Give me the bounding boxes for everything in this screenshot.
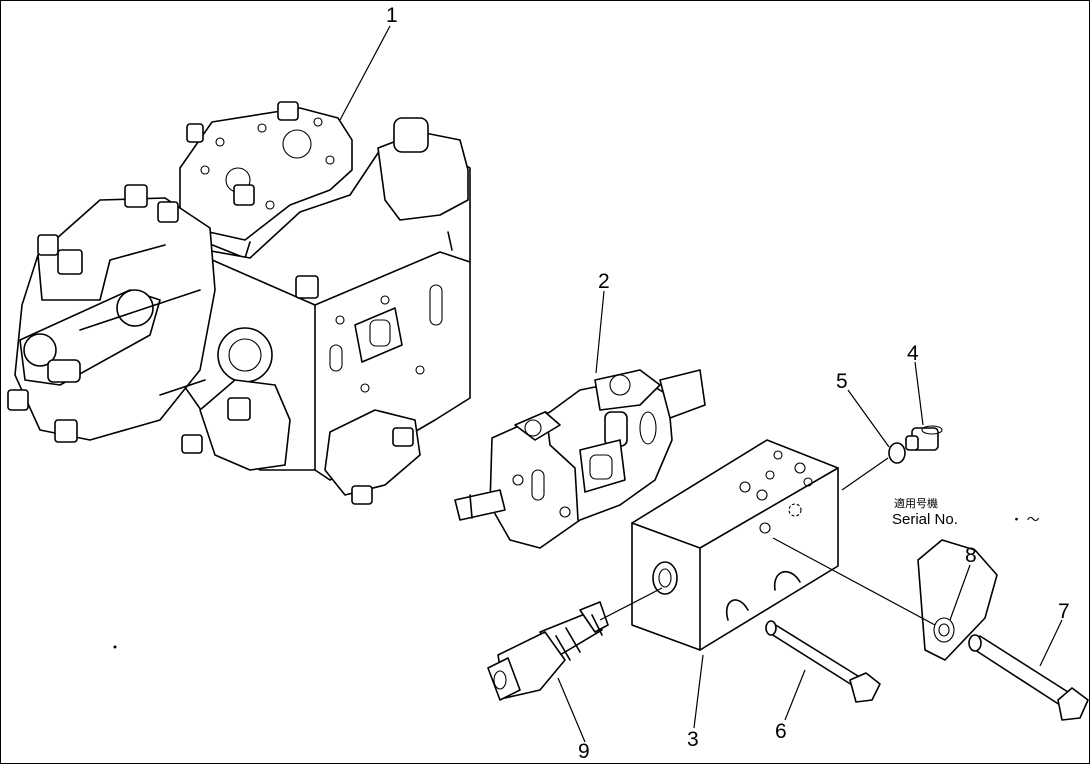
serial-note-japanese: 適用号機 xyxy=(894,496,938,510)
part-6-bolt xyxy=(765,620,881,703)
leader-lines xyxy=(339,25,1063,743)
part-4-plug xyxy=(905,425,943,451)
serial-note-marks: ・ ～ xyxy=(1010,512,1040,527)
callout-6: 6 xyxy=(775,720,787,743)
callout-5: 5 xyxy=(836,370,848,393)
callout-7: 7 xyxy=(1058,600,1070,623)
callout-1: 1 xyxy=(386,4,398,27)
callout-labels: 1 2 3 4 5 6 7 8 9 xyxy=(386,4,1070,763)
part-5-o-ring xyxy=(888,442,906,464)
assembly-lines xyxy=(599,457,936,626)
serial-note-english: Serial No. xyxy=(892,511,958,528)
stray-dot xyxy=(113,645,117,649)
part-2-valve-section xyxy=(454,369,706,549)
part-7-bolt xyxy=(968,634,1089,721)
part-9-cartridge-valve xyxy=(487,601,609,701)
callout-8: 8 xyxy=(965,544,977,567)
callout-3: 3 xyxy=(687,728,699,751)
part-3-block xyxy=(631,439,839,651)
callout-2: 2 xyxy=(598,270,610,293)
serial-number-note: 適用号機 Serial No. ・ ～ xyxy=(892,496,1040,528)
callout-4: 4 xyxy=(907,342,919,365)
callout-9: 9 xyxy=(578,740,590,763)
part-1-control-valve-assembly xyxy=(7,101,471,505)
